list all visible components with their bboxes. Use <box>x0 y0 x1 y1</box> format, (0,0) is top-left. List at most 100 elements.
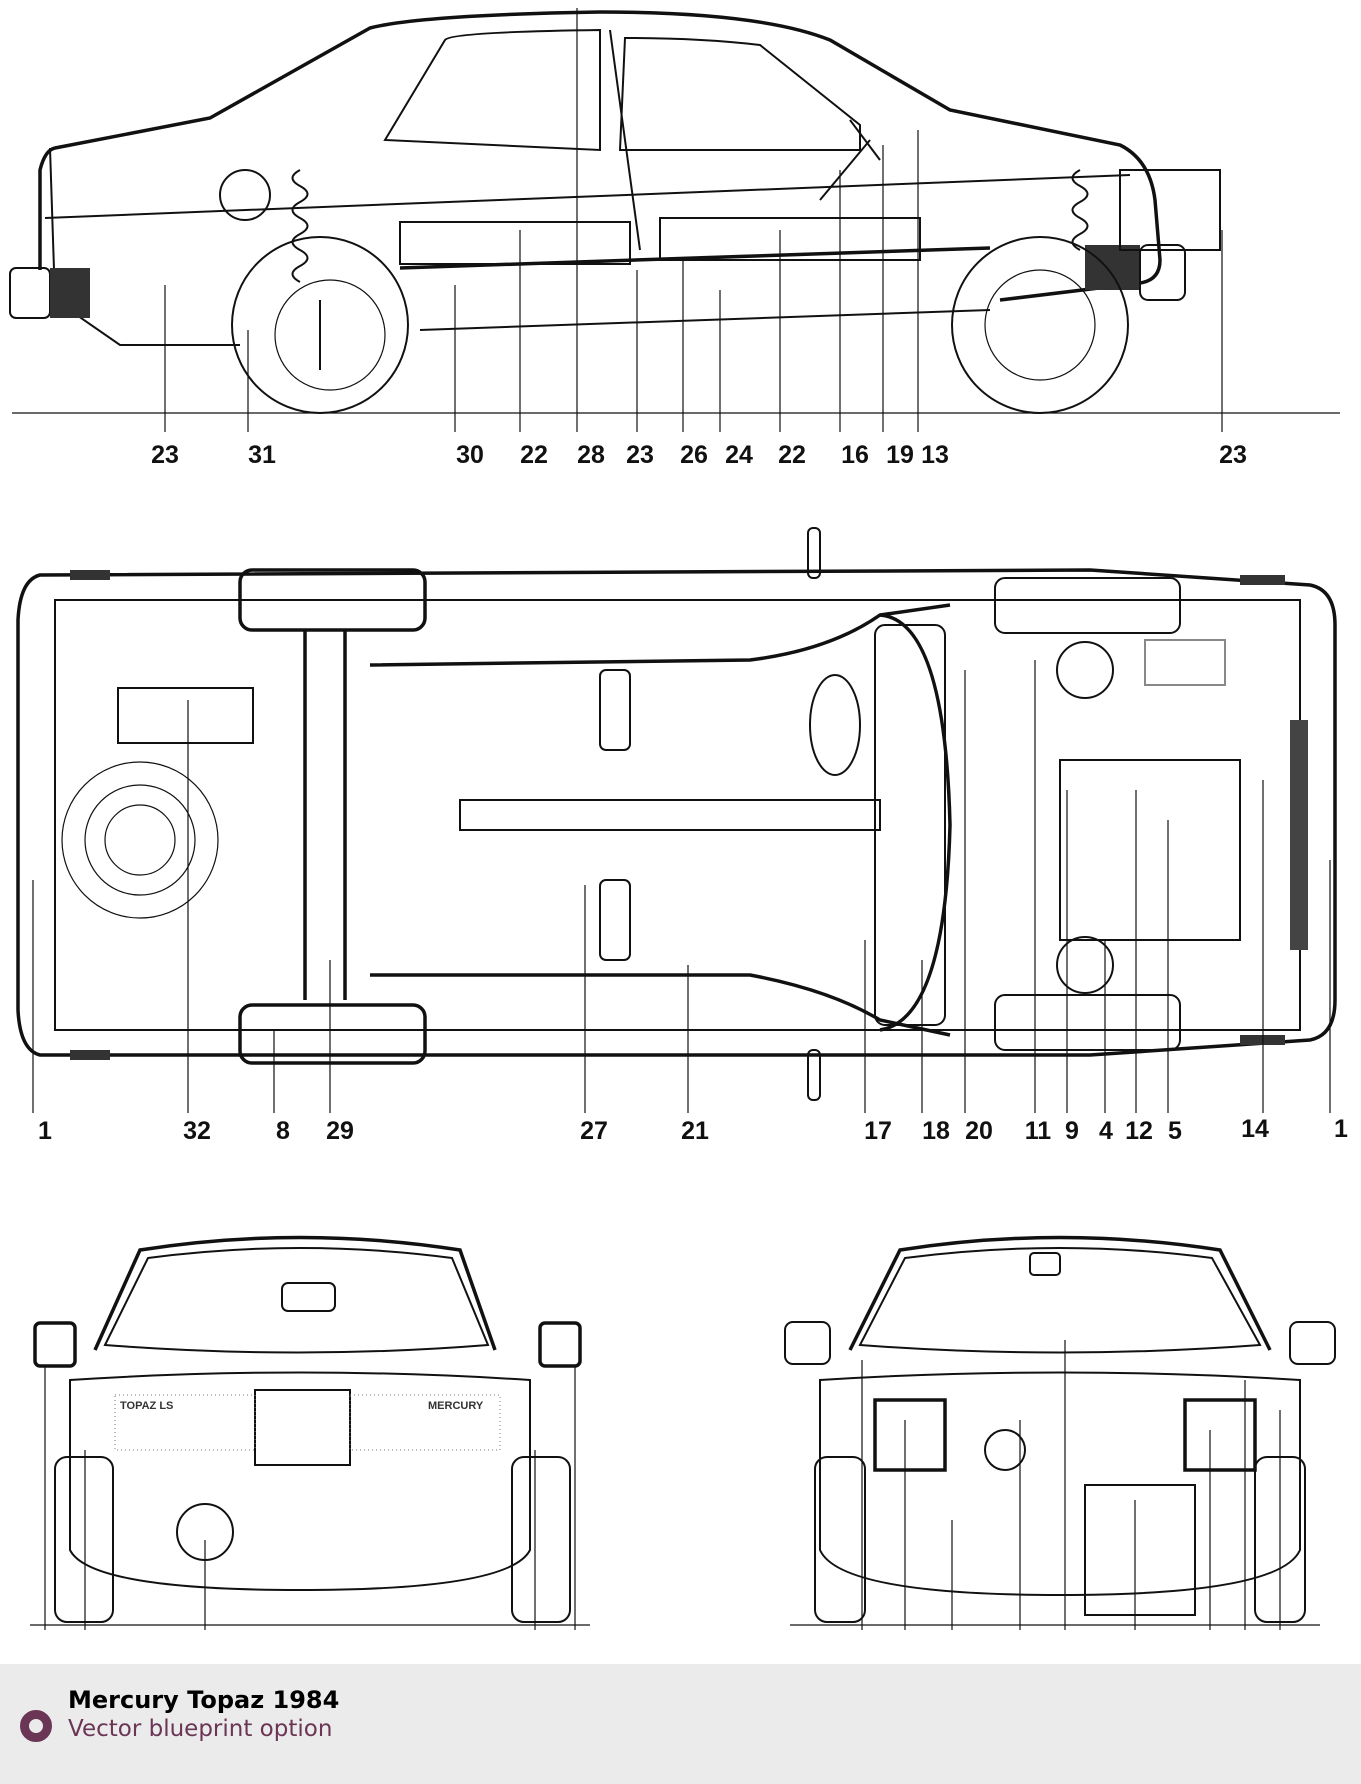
callout-label: 20 <box>965 1117 993 1145</box>
license-plate <box>254 1389 351 1466</box>
rear-bumper <box>9 267 51 319</box>
callout-label: 30 <box>456 441 484 469</box>
callout-label: 17 <box>864 1117 892 1145</box>
rear-roof <box>93 1235 497 1351</box>
ring-bullet-icon <box>20 1710 52 1742</box>
callout-label: 22 <box>778 441 806 469</box>
spare-tire <box>61 761 219 919</box>
side-callouts: 23 31 30 22 28 23 26 24 22 16 19 13 23 <box>151 441 1247 469</box>
front-roof <box>848 1235 1272 1351</box>
seat-right <box>599 879 631 961</box>
callout-label: 23 <box>626 441 654 469</box>
top-view: 1 32 8 29 27 21 17 18 20 11 9 4 12 5 14 … <box>16 527 1348 1145</box>
seat-left <box>599 669 631 751</box>
rear-corner-bl <box>70 1050 110 1060</box>
callout-label: 13 <box>921 441 949 469</box>
callout-label: 31 <box>248 441 276 469</box>
front-corner-tr <box>1240 575 1285 585</box>
callout-label: 4 <box>1099 1117 1113 1145</box>
side-leader-lines <box>164 8 1223 432</box>
callout-label: 23 <box>1219 441 1247 469</box>
firewall <box>874 624 946 1026</box>
fuel-filler <box>219 169 271 221</box>
rear-corner-tl <box>70 570 110 580</box>
windshield-glass <box>858 1247 1262 1354</box>
right-rail <box>370 973 951 1037</box>
callout-label: 29 <box>326 1117 354 1145</box>
callout-label: 9 <box>1065 1117 1079 1145</box>
rear-view: TOPAZ LS MERCURY <box>30 1235 590 1630</box>
mirror-left <box>807 527 821 579</box>
mirror-right-front <box>1289 1321 1336 1365</box>
spare-tire-hub <box>104 804 176 876</box>
steering-column <box>819 139 871 201</box>
headlight-right <box>1183 1398 1257 1472</box>
callout-label: 22 <box>520 441 548 469</box>
side-view: 23 31 30 22 28 23 26 24 22 16 19 13 23 <box>9 8 1340 469</box>
top-body-outline <box>16 568 1337 1057</box>
callout-label: 24 <box>725 441 753 469</box>
rear-tire-right <box>511 1456 571 1623</box>
callout-label: 26 <box>680 441 708 469</box>
rear-spring <box>291 169 309 283</box>
headlight-left <box>873 1398 947 1472</box>
left-rail <box>369 603 951 667</box>
top-callouts: 1 32 8 29 27 21 17 18 20 11 9 4 12 5 14 … <box>38 1115 1348 1145</box>
spare-tire-inner <box>84 784 196 896</box>
front-body <box>819 1371 1301 1597</box>
badge-brand: MERCURY <box>428 1400 484 1412</box>
callout-label: 1 <box>38 1117 52 1145</box>
strut-tower-right <box>1056 936 1114 994</box>
mirror-right-rear <box>538 1321 582 1368</box>
rear-right-wheel <box>238 1003 427 1065</box>
engine-block <box>1119 169 1221 251</box>
badge-model: TOPAZ LS <box>120 1400 173 1412</box>
front-leader-lines <box>861 1340 1281 1630</box>
caption-bar: Mercury Topaz 1984 Vector blueprint opti… <box>0 1664 1361 1784</box>
callout-label: 18 <box>922 1117 950 1145</box>
b-pillar <box>609 29 641 251</box>
brake-light <box>281 1282 336 1312</box>
rear-tire-left <box>54 1456 114 1623</box>
grille <box>1290 720 1308 950</box>
callout-label: 32 <box>183 1117 211 1145</box>
steering-wheel <box>849 119 881 161</box>
front-left-wheel <box>994 577 1181 634</box>
front-tire-left <box>814 1456 866 1623</box>
windshield <box>879 613 952 1032</box>
top-leader-lines <box>32 660 1331 1113</box>
steering-wheel-top <box>809 674 861 776</box>
rear-bumper-ribs <box>50 268 90 318</box>
callout-label: 5 <box>1168 1117 1182 1145</box>
driveline-tunnel <box>459 799 881 831</box>
rear-hub <box>274 279 386 391</box>
rear-grille-lines <box>114 1394 501 1451</box>
front-spring <box>1071 169 1089 251</box>
strut-tower-left <box>1056 641 1114 699</box>
beltline <box>44 174 1131 219</box>
front-hub <box>984 269 1096 381</box>
front-window <box>618 36 861 151</box>
front-bumper <box>1139 244 1186 301</box>
blueprint-drawing: 23 31 30 22 28 23 26 24 22 16 19 13 23 <box>9 8 1348 1630</box>
transaxle <box>1084 1484 1196 1616</box>
rear-left-wheel <box>238 568 427 632</box>
front-right-wheel <box>994 994 1181 1051</box>
callout-label: 16 <box>841 441 869 469</box>
callout-label: 19 <box>886 441 914 469</box>
callout-label: 28 <box>577 441 605 469</box>
rearview-mirror <box>1029 1252 1061 1276</box>
lower-sill <box>419 309 991 331</box>
callout-label: 14 <box>1241 1115 1269 1143</box>
engine-top <box>1059 759 1241 941</box>
rear-seat-cushion <box>399 221 631 265</box>
caption-title: Mercury Topaz 1984 <box>68 1686 340 1714</box>
callout-label: 23 <box>151 441 179 469</box>
front-wheel <box>951 236 1129 414</box>
callout-label: 11 <box>1025 1117 1052 1145</box>
callout-label: 27 <box>580 1117 608 1145</box>
mirror-left-rear <box>33 1321 77 1368</box>
mirror-left-front <box>784 1321 831 1365</box>
callout-label: 1 <box>1334 1115 1348 1143</box>
callout-label: 8 <box>276 1117 290 1145</box>
